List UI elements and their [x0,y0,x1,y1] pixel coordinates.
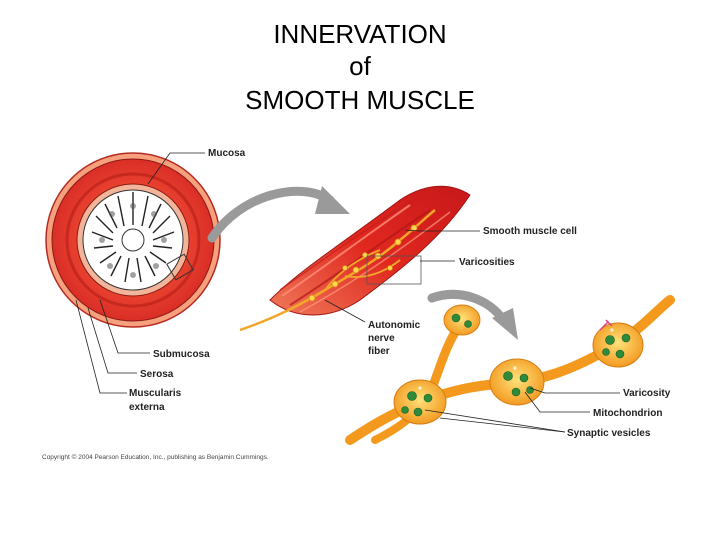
label-serosa: Serosa [140,369,174,380]
copyright-text: Copyright © 2004 Pearson Education, Inc.… [42,453,269,461]
label-muscularis-line1: Muscularis [129,388,182,399]
label-synaptic-vesicles: Synaptic vesicles [567,428,651,439]
label-autonomic-line3: fiber [368,346,390,357]
label-autonomic-line1: Autonomic [368,320,421,331]
label-muscularis-line2: externa [129,402,165,413]
leader-lines [75,152,620,433]
gut-cross-section [45,152,221,328]
label-varicosity: Varicosity [623,388,671,399]
varicosity-box [366,255,422,285]
smooth-muscle-bundle [239,185,471,332]
mitochondria [401,313,631,417]
label-autonomic-line2: nerve [368,333,395,344]
label-mitochondrion: Mitochondrion [593,408,662,419]
magnified-nerve-terminals [345,295,675,445]
varicosity-beads [308,224,418,302]
magnify-box [166,253,194,281]
label-smooth-muscle-cell: Smooth muscle cell [483,226,577,237]
label-varicosities: Varicosities [459,257,515,268]
title-line-3: SMOOTH MUSCLE [245,85,475,115]
label-mucosa: Mucosa [208,148,246,159]
title-line-1: INNERVATION [273,19,447,49]
title-line-2: of [349,51,371,81]
curved-arrow-1 [207,186,350,243]
curved-arrow-2 [427,290,518,340]
label-submucosa: Submucosa [153,349,210,360]
